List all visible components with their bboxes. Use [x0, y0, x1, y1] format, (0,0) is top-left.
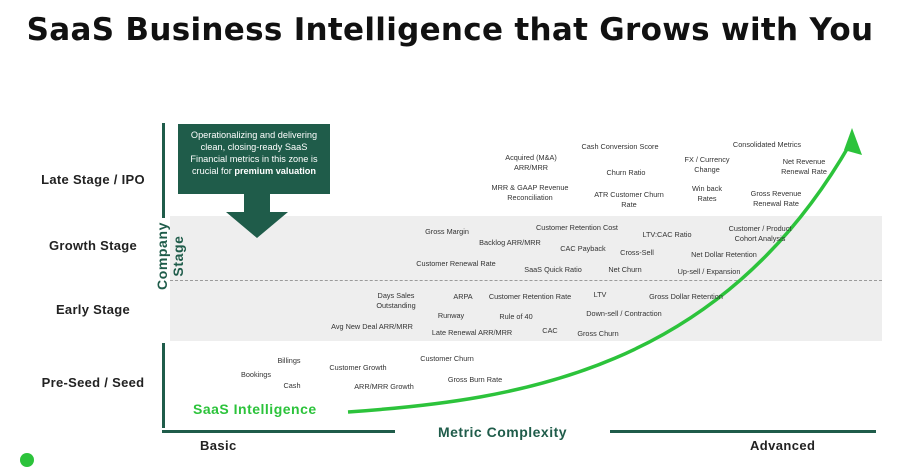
metric-customer-churn: Customer Churn — [420, 354, 474, 363]
metric-atr-churn: ATR Customer Churn Rate — [594, 190, 664, 209]
x-axis-label: Metric Complexity — [395, 424, 610, 440]
x-axis-start-label: Basic — [200, 438, 237, 453]
metric-net-dollar-retention: Net Dollar Retention — [691, 250, 757, 259]
metric-customer-renewal-rate: Customer Renewal Rate — [416, 259, 496, 268]
stage-axis-late — [162, 123, 165, 218]
metric-ltv-cac: LTV:CAC Ratio — [642, 230, 692, 239]
metric-mrr-gaap: MRR & GAAP Revenue Reconciliation — [491, 183, 569, 202]
stage-label-seed: Pre-Seed / Seed — [41, 375, 145, 390]
metric-churn-ratio: Churn Ratio — [606, 168, 646, 177]
metric-late-renewal: Late Renewal ARR/MRR — [431, 328, 513, 337]
metric-gross-revenue-renewal: Gross Revenue Renewal Rate — [750, 189, 802, 208]
callout-arrow-icon — [226, 194, 288, 238]
metric-backlog-arr: Backlog ARR/MRR — [479, 238, 541, 247]
metric-downsell-contraction: Down-sell / Contraction — [586, 309, 662, 318]
metric-saas-quick-ratio: SaaS Quick Ratio — [524, 265, 582, 274]
metric-ltv: LTV — [593, 290, 607, 299]
stage-label-early: Early Stage — [55, 302, 131, 317]
complexity-axis-left — [162, 430, 402, 433]
metric-gross-burn-rate: Gross Burn Rate — [447, 375, 503, 384]
metric-gross-churn: Gross Churn — [577, 329, 619, 338]
metric-billings: Billings — [277, 356, 301, 365]
metric-runway: Runway — [437, 311, 465, 320]
metric-customer-retention-rate: Customer Retention Rate — [488, 292, 572, 301]
callout-text: Operationalizing and delivering clean, c… — [190, 130, 318, 176]
stage-label-growth: Growth Stage — [48, 238, 138, 253]
complexity-axis-right — [608, 430, 876, 433]
metric-gross-dollar-retention: Gross Dollar Retention — [649, 292, 723, 301]
growth-early-divider — [170, 280, 882, 281]
metric-customer-retention-cost: Customer Retention Cost — [536, 223, 618, 232]
metric-arpa: ARPA — [453, 292, 473, 301]
curve-arrowhead-icon — [844, 128, 862, 155]
metric-acquired-arr: Acquired (M&A) ARR/MRR — [505, 153, 557, 172]
callout-emphasis: premium valuation — [234, 166, 317, 176]
metric-bookings: Bookings — [240, 370, 272, 379]
metric-cross-sell: Cross-Sell — [620, 248, 654, 257]
metric-upsell-expansion: Up-sell / Expansion — [677, 267, 741, 276]
metric-win-back: Win back Rates — [691, 184, 722, 203]
metric-cash-conversion: Cash Conversion Score — [581, 142, 659, 151]
metric-net-revenue-renewal: Net Revenue Renewal Rate — [781, 157, 827, 176]
curve-label: SaaS Intelligence — [193, 401, 317, 417]
page-title: SaaS Business Intelligence that Grows wi… — [26, 12, 874, 48]
metric-cohort-analysis: Customer / Product Cohort Analysis — [728, 224, 792, 243]
metric-cac-payback: CAC Payback — [560, 244, 606, 253]
metric-rule-of-40: Rule of 40 — [499, 312, 533, 321]
metric-cac: CAC — [542, 326, 558, 335]
metric-days-sales-outstanding: Days Sales Outstanding — [376, 291, 416, 310]
metric-consolidated: Consolidated Metrics — [732, 140, 802, 149]
metric-customer-growth: Customer Growth — [329, 363, 387, 372]
corner-dot — [20, 453, 34, 467]
metric-net-churn: Net Churn — [608, 265, 642, 274]
stage-axis-seed — [162, 343, 165, 428]
metric-avg-new-deal: Avg New Deal ARR/MRR — [331, 322, 413, 331]
metric-fx-change: FX / Currency Change — [684, 155, 730, 174]
metric-arr-mrr-growth: ARR/MRR Growth — [354, 382, 414, 391]
metric-cash: Cash — [283, 381, 301, 390]
growth-early-band — [170, 216, 882, 341]
metric-gross-margin: Gross Margin — [425, 227, 469, 236]
x-axis-end-label: Advanced — [750, 438, 816, 453]
valuation-callout: Operationalizing and delivering clean, c… — [178, 124, 330, 194]
stage-label-late: Late Stage / IPO — [41, 172, 145, 187]
